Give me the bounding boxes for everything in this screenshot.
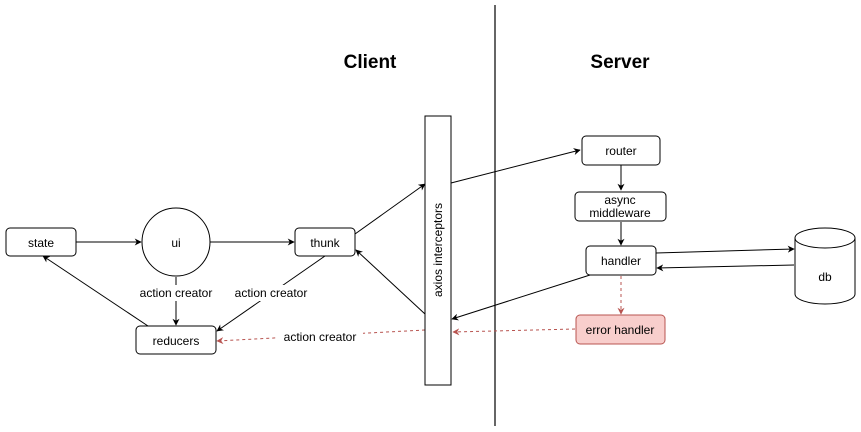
svg-text:handler: handler [601, 254, 641, 268]
node-state[interactable]: state [5, 227, 77, 257]
svg-text:async: async [604, 193, 635, 207]
label-thunk-reducers: action creator [228, 285, 314, 301]
svg-text:ui: ui [171, 236, 180, 250]
node-reducers[interactable]: reducers [135, 325, 217, 355]
svg-text:action creator: action creator [140, 286, 213, 300]
node-async-middleware[interactable]: async middleware [574, 191, 667, 222]
edge-error-axios [452, 328, 576, 336]
node-axios-interceptors[interactable]: axios interceptors [424, 115, 452, 386]
edge-handler-db [655, 245, 795, 254]
edge-handler-axios [451, 274, 591, 321]
edge-thunk-axios [354, 183, 426, 235]
label-axios-reducers: action creator [277, 329, 363, 345]
client-header: Client [344, 52, 397, 73]
node-ui[interactable]: ui [141, 207, 211, 277]
label-ui-reducers: action creator [133, 285, 219, 301]
node-thunk[interactable]: thunk [294, 227, 356, 257]
edge-reducers-state [42, 255, 149, 327]
svg-text:db: db [818, 270, 832, 284]
svg-text:error handler: error handler [586, 323, 655, 337]
svg-text:router: router [605, 144, 636, 158]
server-header: Server [590, 52, 650, 73]
node-db[interactable]: db [794, 227, 856, 305]
edge-db-handler [656, 264, 795, 272]
edge-axios-router [450, 148, 581, 184]
svg-text:action creator: action creator [235, 286, 308, 300]
edge-axios-thunk [355, 249, 426, 315]
node-handler[interactable]: handler [585, 245, 657, 276]
node-error-handler[interactable]: error handler [575, 314, 666, 345]
svg-text:axios interceptors: axios interceptors [431, 203, 445, 297]
svg-text:action creator: action creator [284, 330, 357, 344]
svg-text:state: state [28, 236, 54, 250]
svg-text:reducers: reducers [153, 334, 200, 348]
svg-text:thunk: thunk [310, 236, 340, 250]
svg-text:middleware: middleware [589, 206, 651, 220]
node-router[interactable]: router [581, 135, 661, 166]
